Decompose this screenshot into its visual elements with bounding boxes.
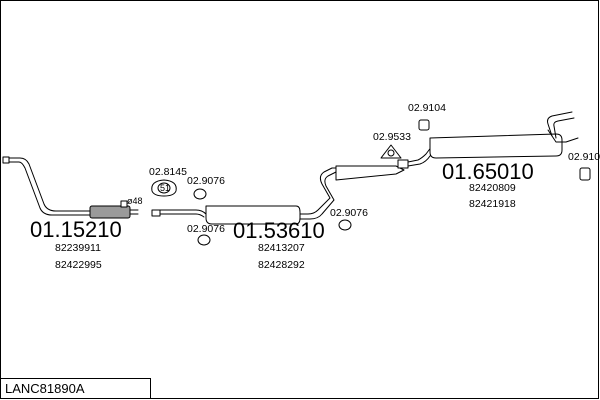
middle-pipe	[151, 165, 405, 225]
oem-number-middle-2: 82428292	[258, 259, 305, 271]
hanger-rear-icon-2	[579, 167, 591, 181]
oem-number-middle-1: 82413207	[258, 242, 305, 254]
gasket-icon: 51	[151, 179, 177, 197]
hanger-label-2: 02.9076	[187, 223, 225, 235]
diagram-code-box	[0, 378, 151, 399]
gasket-size: 51	[160, 183, 170, 193]
bracket-icon	[380, 144, 402, 159]
part-number-rear: 01.65010	[442, 159, 534, 184]
diagram-code: LANC81890A	[5, 381, 85, 396]
rear-muffler	[397, 111, 579, 169]
hanger-rear-icon-1	[418, 119, 430, 131]
bracket-label: 02.9533	[373, 131, 411, 143]
part-number-front: 01.15210	[30, 217, 122, 242]
oem-number-front-1: 82239911	[55, 242, 101, 254]
hanger-icon-2	[197, 234, 211, 246]
hanger-rear-label-2: 02.9104	[568, 151, 600, 163]
hanger-icon-3	[338, 219, 352, 231]
front-pipe	[2, 156, 139, 219]
hanger-rear-label-1: 02.9104	[408, 102, 446, 114]
oem-number-rear-2: 82421918	[469, 198, 516, 210]
oem-number-rear-1: 82420809	[469, 182, 516, 194]
hanger-icon-1	[193, 188, 207, 200]
hanger-label-3: 02.9076	[330, 207, 368, 219]
part-number-middle: 01.53610	[233, 218, 325, 243]
flex-pipe	[89, 205, 131, 219]
oem-number-front-2: 82422995	[55, 259, 102, 271]
gasket-label: 02.8145	[149, 166, 187, 178]
hanger-label-1: 02.9076	[187, 175, 225, 187]
pipe-diameter-label: ø48	[127, 196, 143, 206]
